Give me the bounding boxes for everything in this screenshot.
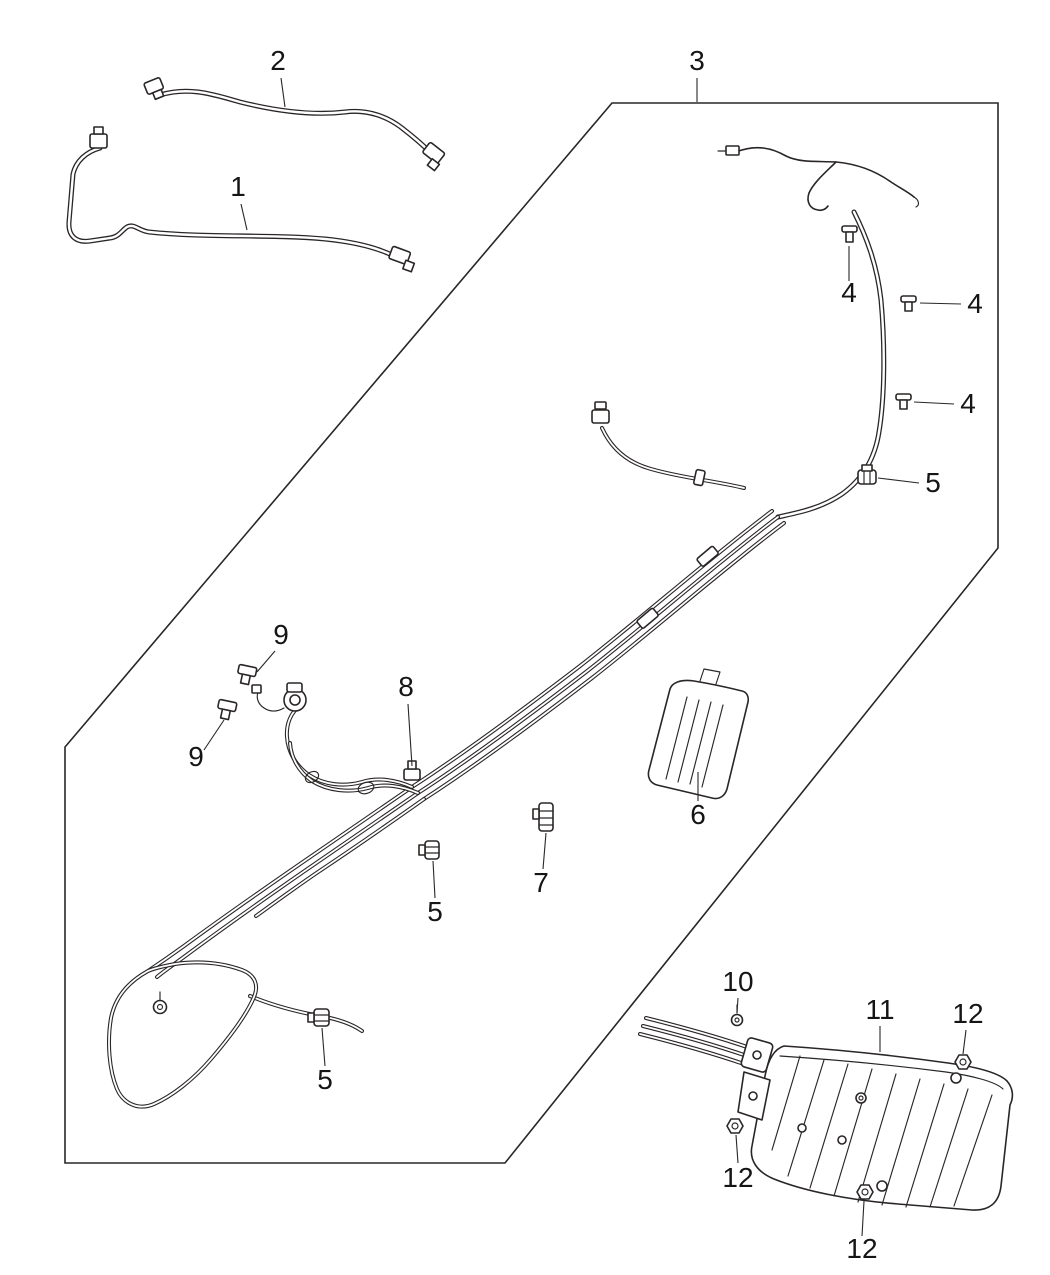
fuel-line-assembly bbox=[107, 145, 920, 1109]
callout-1-leader bbox=[240, 203, 248, 231]
callout-8: 8 bbox=[398, 671, 414, 767]
callout-8-label: 8 bbox=[398, 671, 414, 702]
jumper-tube bbox=[591, 401, 746, 490]
callout-12-b-label: 12 bbox=[722, 1162, 753, 1193]
callout-12-a-label: 12 bbox=[952, 998, 983, 1029]
clip-9b bbox=[217, 698, 238, 721]
nut-12a bbox=[954, 1054, 972, 1070]
tube-1-right-connector bbox=[388, 245, 416, 273]
jumper-connector bbox=[591, 409, 610, 424]
callout-2: 2 bbox=[270, 45, 286, 108]
tank-loop-line bbox=[107, 960, 259, 1109]
callout-4-b: 4 bbox=[919, 288, 983, 319]
bundle-tie bbox=[696, 545, 719, 567]
retaining-clip-7 bbox=[532, 802, 554, 832]
callout-4-c: 4 bbox=[913, 388, 976, 419]
callout-4-c-leader bbox=[913, 401, 955, 405]
callout-4-b-leader bbox=[919, 302, 962, 305]
harness-wire bbox=[717, 145, 920, 212]
callout-10: 10 bbox=[722, 966, 754, 1014]
retaining-clip-5a bbox=[857, 464, 877, 485]
loop-fitting bbox=[152, 999, 168, 1015]
callout-12-b-leader bbox=[735, 1134, 739, 1164]
callout-10-leader bbox=[736, 997, 739, 1014]
callout-5-a-label: 5 bbox=[925, 467, 941, 498]
callout-4-a-label: 4 bbox=[841, 277, 857, 308]
callout-2-label: 2 bbox=[270, 45, 286, 76]
tube-1-left-connector bbox=[89, 126, 108, 149]
fuel-line-bundle bbox=[410, 509, 786, 801]
callout-5-b: 5 bbox=[427, 860, 443, 927]
rivet-4b bbox=[900, 295, 917, 312]
tube-2-left-connector bbox=[143, 77, 165, 101]
hose-clamp bbox=[357, 781, 375, 795]
callout-5-a: 5 bbox=[877, 467, 941, 498]
callout-5-c-leader bbox=[321, 1027, 326, 1067]
callout-9-a-label: 9 bbox=[273, 619, 289, 650]
harness-connector bbox=[725, 145, 740, 156]
bolt-hole bbox=[855, 1092, 867, 1104]
fuel-tube-2 bbox=[143, 77, 446, 172]
callout-9-a-leader bbox=[256, 650, 276, 673]
diagram-boundary bbox=[64, 102, 999, 1164]
callout-4-c-label: 4 bbox=[960, 388, 976, 419]
callout-8-leader bbox=[407, 703, 413, 767]
callout-9-a: 9 bbox=[256, 619, 289, 673]
callout-7: 7 bbox=[533, 832, 549, 898]
tube-2-right-connector bbox=[422, 141, 446, 172]
callout-1: 1 bbox=[230, 171, 248, 231]
callout-3: 3 bbox=[689, 45, 705, 102]
bolt-hole bbox=[837, 1135, 847, 1145]
callout-1-label: 1 bbox=[230, 171, 246, 202]
clip-9a bbox=[237, 663, 258, 686]
fuel-tube-1 bbox=[69, 126, 416, 273]
callout-11-label: 11 bbox=[865, 994, 894, 1025]
callout-5-b-label: 5 bbox=[427, 896, 443, 927]
callout-5-b-leader bbox=[432, 860, 436, 899]
hose-clamp bbox=[304, 770, 320, 784]
rivet-4a bbox=[841, 225, 858, 243]
callout-7-leader bbox=[542, 832, 547, 870]
jumper-clip bbox=[692, 468, 706, 487]
retaining-clip-5c bbox=[307, 1008, 330, 1027]
callout-3-label: 3 bbox=[689, 45, 705, 76]
callout-12-b: 12 bbox=[722, 1134, 754, 1193]
rivet-4c bbox=[895, 393, 912, 410]
retaining-clip-5b bbox=[418, 840, 440, 860]
callout-11: 11 bbox=[865, 994, 895, 1052]
pump-jumper-lines bbox=[251, 682, 420, 795]
nut-12c bbox=[856, 1184, 874, 1200]
callout-12-c-label: 12 bbox=[846, 1233, 877, 1264]
skid-mount-bracket bbox=[737, 1071, 771, 1121]
callout-6-label: 6 bbox=[690, 799, 706, 830]
callout-9-b-leader bbox=[203, 719, 225, 751]
callout-12-a: 12 bbox=[952, 998, 984, 1055]
callout-10-label: 10 bbox=[722, 966, 753, 997]
skid-plate-11 bbox=[638, 1016, 1014, 1211]
bolt-hole bbox=[876, 1180, 888, 1192]
bundle-tie bbox=[636, 607, 659, 629]
callout-12-c: 12 bbox=[846, 1200, 878, 1264]
heat-shield-6 bbox=[647, 668, 750, 800]
callout-4-b-label: 4 bbox=[967, 288, 983, 319]
callout-9-b: 9 bbox=[188, 719, 225, 772]
bolt-hole bbox=[950, 1072, 962, 1084]
fuel-line-bundle-lower bbox=[146, 785, 426, 1033]
callout-7-label: 7 bbox=[533, 867, 549, 898]
callout-9-b-label: 9 bbox=[188, 741, 204, 772]
callout-5-c: 5 bbox=[317, 1027, 333, 1095]
callout-12-a-leader bbox=[962, 1029, 967, 1055]
callout-12-c-leader bbox=[861, 1200, 865, 1237]
pump-fitting bbox=[251, 682, 307, 712]
callout-5-c-label: 5 bbox=[317, 1064, 333, 1095]
nut-12b bbox=[726, 1118, 744, 1134]
bolt-hole bbox=[797, 1123, 807, 1133]
callout-6: 6 bbox=[690, 772, 706, 830]
callout-4-a: 4 bbox=[841, 246, 857, 308]
skid-area-tubes bbox=[638, 1016, 774, 1073]
callout-2-leader bbox=[280, 77, 286, 108]
callout-5-a-leader bbox=[877, 477, 920, 484]
